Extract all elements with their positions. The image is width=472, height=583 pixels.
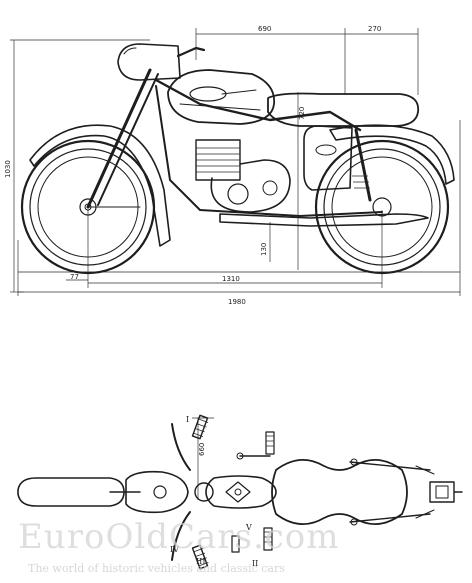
headlamp-top (125, 470, 189, 514)
headlamp (117, 43, 181, 81)
seat (267, 92, 420, 127)
front-mudguard-top (17, 477, 125, 507)
rear-mudguard (329, 124, 455, 185)
side-panel (303, 125, 353, 191)
callout-v: V (245, 523, 252, 532)
dim-660-label: 660 (198, 443, 206, 456)
side-view: 690 270 1030 720 130 77 1310 1980 (4, 25, 461, 306)
dim-130-label: 130 (260, 243, 268, 256)
seat-top (271, 459, 408, 525)
handlebar (176, 46, 206, 58)
callout-i: I (186, 415, 189, 424)
dim-77-label: 77 (70, 273, 79, 281)
dim-720-label: 720 (298, 107, 306, 120)
dim-1310-label: 1310 (222, 275, 240, 283)
callout-iii: III (196, 557, 205, 566)
dim-270-label: 270 (368, 25, 381, 33)
dim-1980-label: 1980 (228, 298, 246, 306)
engine (195, 139, 291, 213)
watermark: EuroOldCars.com The world of historic ve… (18, 517, 340, 575)
dim-690-label: 690 (258, 25, 271, 33)
dim-1030-label: 1030 (4, 160, 12, 178)
frame (154, 78, 383, 217)
exhaust (219, 213, 429, 227)
top-view: 660 (17, 414, 463, 570)
callout-ii: II (252, 559, 258, 568)
front-mudguard (29, 124, 171, 247)
fuel-cap (194, 482, 214, 502)
rear-rack (349, 458, 435, 526)
fuel-tank (167, 69, 275, 125)
fuel-tank-top (205, 475, 277, 509)
handlebar-top (171, 414, 209, 570)
rear-shock (352, 128, 372, 202)
watermark-tagline: The world of historic vehicles and class… (28, 562, 285, 575)
taillight-top (429, 481, 463, 503)
footrests (231, 431, 275, 553)
watermark-brand: EuroOldCars.com (18, 517, 340, 557)
callout-iv: IV (170, 545, 179, 554)
front-fork (86, 68, 159, 209)
rear-wheel (314, 139, 450, 275)
